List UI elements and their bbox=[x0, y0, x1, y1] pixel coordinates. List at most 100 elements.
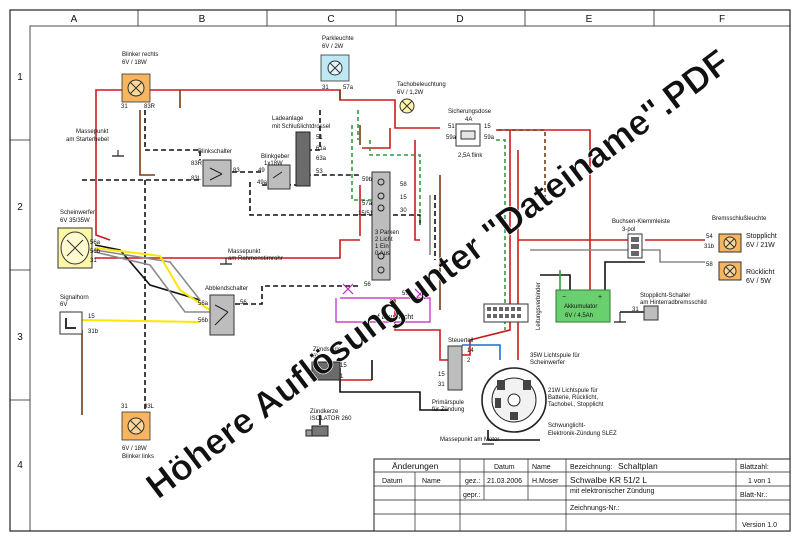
title-block: Änderungen Datum Name Datum Name gez.: 2… bbox=[373, 458, 791, 532]
pin-label: 31b bbox=[704, 244, 715, 250]
component-sub: mit Schlußlichtdrossel bbox=[272, 124, 330, 130]
component-label: Massepunkt bbox=[228, 249, 261, 255]
column-label: C bbox=[327, 14, 334, 25]
drawing-title: Schaltplan bbox=[618, 461, 658, 471]
title-block-label: Blattzahl: bbox=[740, 464, 769, 471]
pin-label: 57a bbox=[362, 201, 373, 207]
component-label: Stopplicht-Schalter bbox=[640, 293, 690, 299]
pin-label: 83R bbox=[191, 161, 203, 167]
title-block-header: Datum bbox=[382, 478, 403, 485]
ground-starter: Massepunkt am Starterhebel bbox=[66, 129, 124, 157]
component-label: Stopplicht bbox=[746, 233, 777, 240]
wire-red bbox=[95, 239, 360, 259]
component-label: Akkumulator bbox=[564, 304, 597, 310]
pin-label: 83 bbox=[233, 168, 240, 174]
pin-label: 15/51 bbox=[358, 211, 374, 217]
wire-grey bbox=[94, 249, 201, 301]
component-spec: 4A bbox=[465, 117, 472, 123]
component-spec: 6V 35/35W bbox=[60, 218, 90, 224]
component-label: Signalhorn bbox=[60, 295, 89, 301]
component-label: Ladeanlage bbox=[272, 116, 304, 122]
pin-label: 51 bbox=[316, 135, 323, 141]
control-unit: Steuerteil 14 2 15 31 bbox=[438, 338, 474, 391]
component-spec: 6V / 5W bbox=[746, 278, 771, 285]
component-sub: am Hinterradbremsschild bbox=[640, 300, 707, 306]
wire-black-dashed bbox=[235, 285, 360, 305]
tail-light-assembly: Bremsschlußleuchte 54 31b 58 Stopplicht … bbox=[704, 216, 777, 285]
component-label: Scheinwerfer bbox=[60, 210, 95, 216]
wire-red bbox=[390, 299, 448, 361]
drawn-date: 21.03.2006 bbox=[487, 478, 522, 485]
title-block-label: gez.: bbox=[465, 478, 480, 485]
pin-label: 56a bbox=[198, 301, 209, 307]
component-spec: ISOLATOR 260 bbox=[310, 416, 352, 422]
title-block-header: Name bbox=[422, 478, 441, 485]
flasher-relay: Blinkgeber 1x18W 49 49a bbox=[257, 154, 291, 190]
component-spec: 3-pol bbox=[622, 227, 635, 233]
wire-yellow bbox=[79, 319, 201, 323]
row-label: 4 bbox=[17, 460, 23, 471]
title-block-label: Blatt-Nr.: bbox=[740, 492, 767, 499]
component-spec: 6V / 4,5Ah bbox=[565, 313, 593, 319]
pin-label: 59 bbox=[402, 291, 409, 297]
component-label: Abblendschalter bbox=[205, 286, 248, 292]
wire-brown bbox=[139, 110, 155, 176]
pin-label: 15 bbox=[484, 124, 491, 130]
connector-strip: Buchsen-Klemmleiste 3-pol bbox=[612, 219, 671, 259]
column-label: F bbox=[719, 14, 725, 25]
wire-black bbox=[604, 261, 645, 300]
pin-label: 1 bbox=[340, 374, 344, 380]
component-sub: 2,5A flink bbox=[458, 153, 483, 159]
pin-label: 61a bbox=[316, 146, 327, 152]
component-spec: 6V / 21W bbox=[746, 242, 775, 249]
switch-position: 3 Parken bbox=[375, 230, 399, 236]
pin-label: 63a bbox=[316, 156, 327, 162]
pin-label: 58 bbox=[706, 262, 713, 268]
title-block-label: Bezeichnung: bbox=[570, 464, 612, 471]
component-sub: am Rahmenstirnrohr bbox=[228, 256, 283, 262]
watermark-text: Höhere Auflösung unter "Dateiname".PDF bbox=[138, 41, 737, 506]
pin-label: 56 bbox=[240, 300, 247, 306]
pin-label: 51 bbox=[448, 124, 455, 130]
battery-plus: + bbox=[598, 294, 602, 301]
wire-green-dashed bbox=[496, 139, 506, 330]
pin-label: 49 bbox=[258, 168, 265, 174]
turn-switch: Blinkschalter 83R 83L 83 bbox=[191, 149, 240, 187]
title-block-label: Zeichnungs-Nr.: bbox=[570, 505, 619, 512]
version: Version 1.0 bbox=[742, 522, 777, 529]
pin-label: 30 bbox=[400, 208, 407, 214]
wire-black bbox=[94, 244, 201, 301]
component-spec: 6V / 2W bbox=[322, 44, 344, 50]
row-label: 3 bbox=[17, 332, 23, 343]
coil-label: für Zündung bbox=[432, 407, 464, 413]
coil-label: 35W Lichtspule für bbox=[530, 353, 580, 359]
pin-label: 56b bbox=[198, 318, 209, 324]
row-label: 2 bbox=[17, 202, 23, 213]
ground-engine: Massepunkt am Motor bbox=[440, 437, 499, 445]
wire-magenta bbox=[335, 297, 431, 323]
component-label: Blinker links bbox=[122, 454, 154, 460]
component-spec: 6V / 18W bbox=[122, 60, 147, 66]
pin-label: 15 bbox=[340, 363, 347, 369]
column-label: A bbox=[71, 14, 78, 25]
pin-label: 14 bbox=[467, 348, 474, 354]
pin-label: 31 bbox=[322, 85, 329, 91]
drawing-subtitle: mit elektronischer Zündung bbox=[570, 488, 655, 495]
pin-label: 59a bbox=[446, 135, 457, 141]
component-label: Zündspule bbox=[313, 347, 342, 353]
pin-label: 56b bbox=[90, 249, 101, 255]
pin-label: 2 bbox=[467, 358, 471, 364]
row-label: 1 bbox=[17, 72, 23, 83]
title-block-label: gepr.: bbox=[463, 492, 481, 499]
pin-label: 59a bbox=[484, 135, 495, 141]
wire-yellow bbox=[94, 247, 211, 311]
title-block-header: Änderungen bbox=[392, 461, 439, 471]
horn: Signalhorn 6V 15 31b bbox=[59, 295, 99, 335]
component-label: Massepunkt am Motor bbox=[440, 437, 499, 443]
component-label: Steuerteil bbox=[448, 338, 473, 344]
component-label: Bremsschlußleuchte bbox=[712, 216, 767, 222]
component-spec: 6V bbox=[60, 302, 67, 308]
pin-label: 83L bbox=[191, 176, 202, 182]
wire-green-dashed bbox=[369, 140, 421, 225]
title-block-header: Name bbox=[532, 464, 551, 471]
